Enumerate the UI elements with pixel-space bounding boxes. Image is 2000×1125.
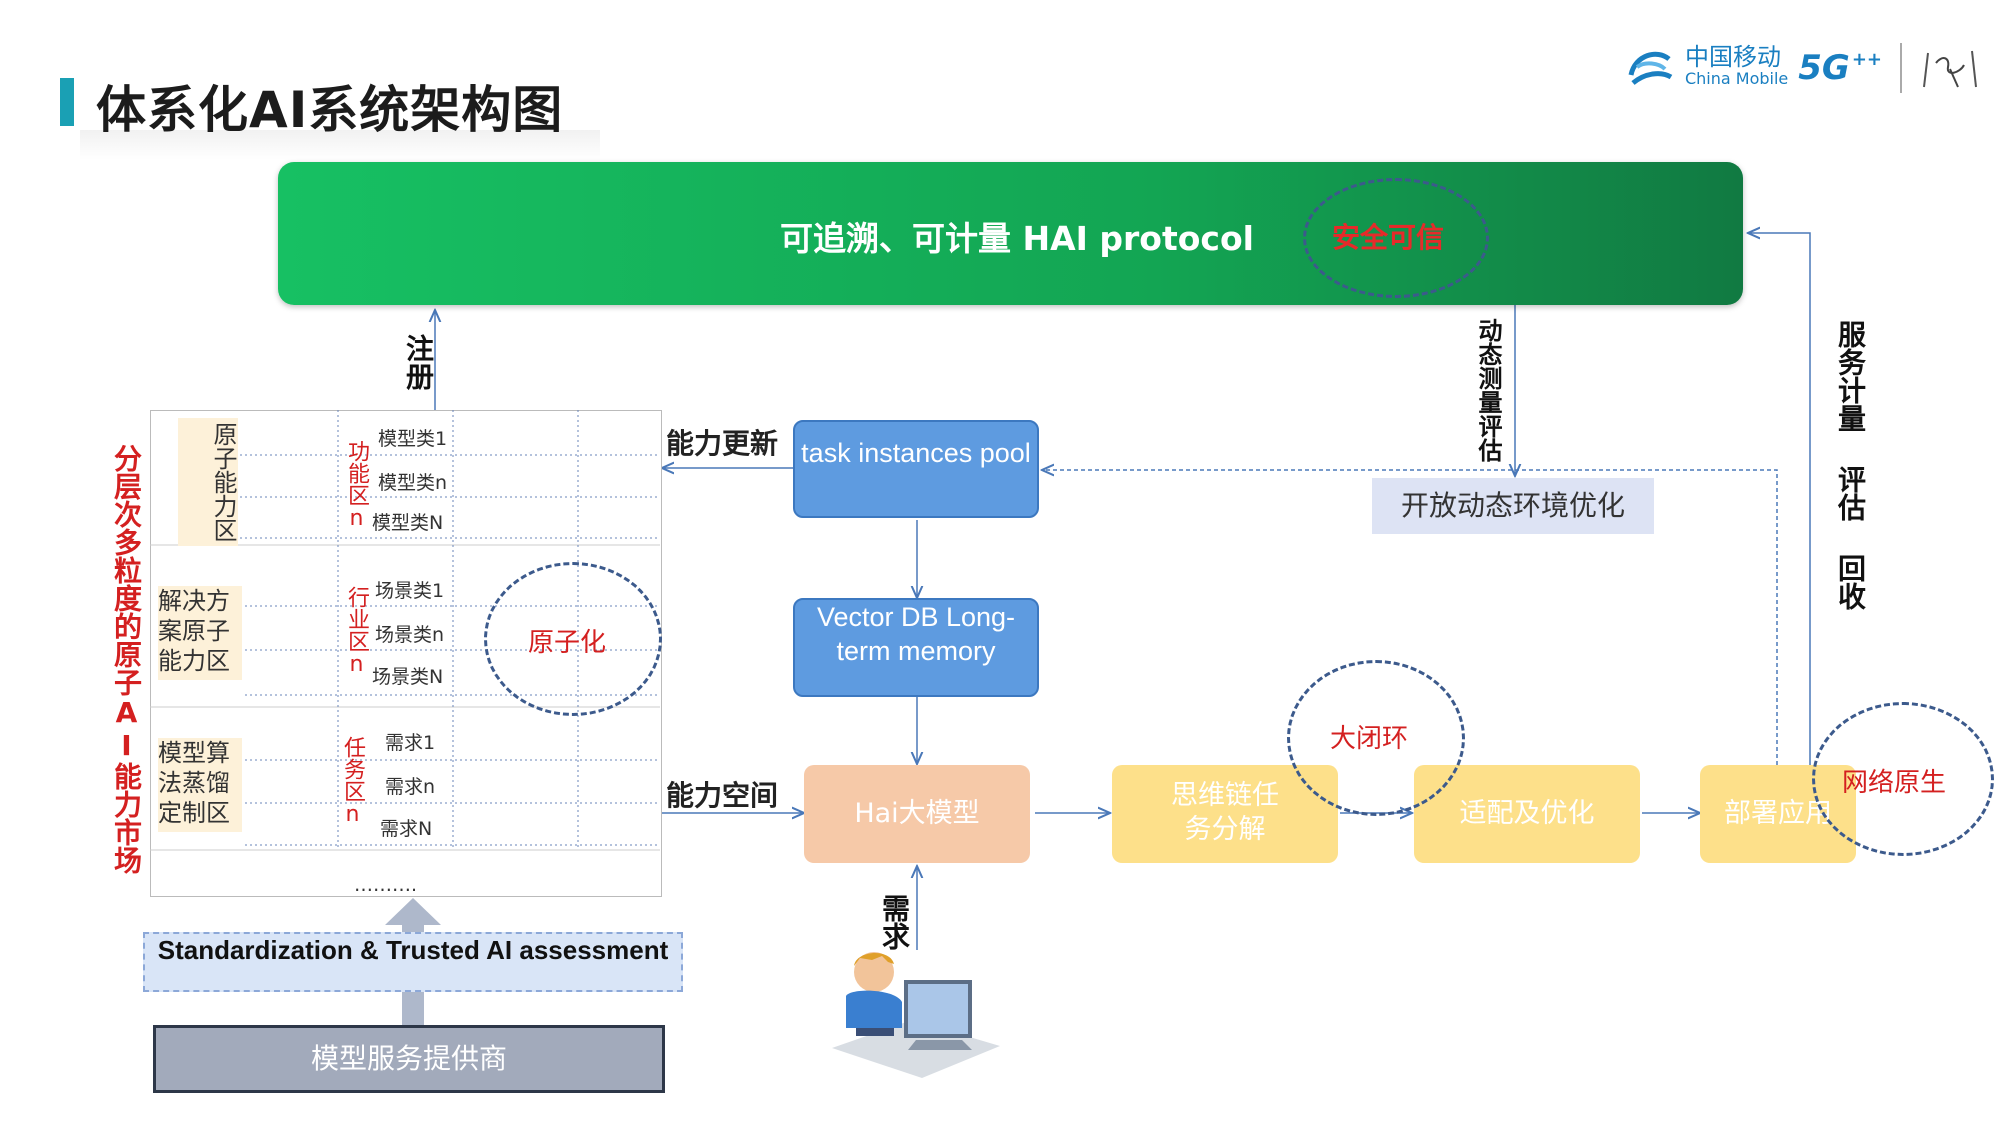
model-service-provider: 模型服务提供商	[153, 1025, 665, 1093]
model-class-1: 模型类1	[378, 428, 448, 450]
network-native-ellipse	[1812, 702, 1994, 856]
signature-logo-icon	[1923, 50, 1977, 88]
atomic-zone-label: 原子能力区	[178, 418, 238, 546]
logo-en: China Mobile	[1684, 69, 1789, 88]
capability-space-label: 能力空间	[666, 779, 779, 812]
model-class-N: 模型类N	[372, 512, 444, 534]
demand-N: 需求N	[380, 818, 433, 840]
scene-class-1: 场景类1	[375, 580, 445, 602]
hai-protocol-bar	[278, 162, 1743, 305]
service-loop-line	[1748, 233, 1811, 765]
demand-1: 需求1	[385, 732, 436, 754]
deploy-text: 部署应用	[1724, 798, 1832, 829]
title-shadow	[80, 130, 600, 160]
logo-separator	[1900, 43, 1902, 93]
register-label: 注册	[402, 334, 435, 390]
china-mobile-text: 中国移动 China Mobile	[1684, 43, 1789, 90]
solution-zone-label: 解决方案原子能力区	[158, 586, 242, 680]
demand-n: 需求n	[385, 776, 436, 798]
chain-of-thought-box: 思维链任务分解	[1112, 765, 1338, 863]
vector-db-memory: Vector DB Long-term memory	[793, 598, 1039, 697]
feedback-dashed-line	[1042, 470, 1778, 765]
industry-zone-tag: 行业区n	[344, 586, 369, 677]
safe-trust-label: 安全可信	[1332, 221, 1445, 254]
distill-zone-label: 模型算法蒸馏定制区	[158, 738, 242, 832]
logo-5g: 5G	[1798, 48, 1850, 88]
adapt-optimize-box: 适配及优化	[1414, 765, 1640, 863]
china-mobile-logo: 中国移动 China Mobile 5G ++	[1625, 38, 1980, 98]
scene-class-n: 场景类n	[375, 624, 445, 646]
service-metering-label: 服务计量 评估 回收	[1834, 320, 1867, 610]
big-loop-label: 大闭环	[1330, 724, 1409, 754]
protocol-text: 可追溯、可计量 HAI protocol	[780, 219, 1254, 258]
adapt-text: 适配及优化	[1459, 798, 1595, 829]
vector-db-text: Vector DB Long-term memory	[816, 602, 1016, 666]
atomize-label: 原子化	[528, 628, 607, 658]
function-zone-tag: 功能区n	[344, 440, 369, 531]
dynamic-eval-label: 动态测量评估	[1474, 318, 1502, 462]
big-loop-ellipse	[1287, 660, 1465, 816]
hai-model-text: Hai大模型	[854, 798, 980, 829]
title-accent-bar	[60, 78, 74, 126]
demand-label: 需求	[878, 894, 911, 950]
standardization-assessment: Standardization & Trusted AI assessment	[143, 932, 683, 992]
capability-update-label: 能力更新	[666, 427, 779, 460]
china-mobile-swirl-icon	[1628, 51, 1673, 85]
safe-trust-ellipse	[1303, 178, 1489, 298]
task-instances-pool: task instances pool	[793, 420, 1039, 518]
hai-large-model: Hai大模型	[804, 765, 1030, 863]
logo-5g-plus-icon: ++	[1851, 48, 1882, 70]
market-vertical-label: 分层次多粒度的原子AI能力市场	[110, 444, 143, 874]
network-native-label: 网络原生	[1842, 768, 1947, 798]
task-zone-tag: 任务区n	[340, 736, 365, 827]
atomize-ellipse	[484, 562, 662, 716]
page-title: 体系化AI系统架构图	[96, 81, 564, 139]
scene-class-N: 场景类N	[372, 666, 444, 688]
model-class-n: 模型类n	[378, 472, 448, 494]
user-computer-icon	[832, 952, 1000, 1078]
task-pool-text: task instances pool	[801, 438, 1031, 468]
open-env-optimize: 开放动态环境优化	[1372, 478, 1654, 534]
market-ellipsis: ……….	[354, 874, 418, 896]
cot-text: 思维链任务分解	[1171, 780, 1279, 845]
logo-cn: 中国移动	[1684, 43, 1781, 71]
